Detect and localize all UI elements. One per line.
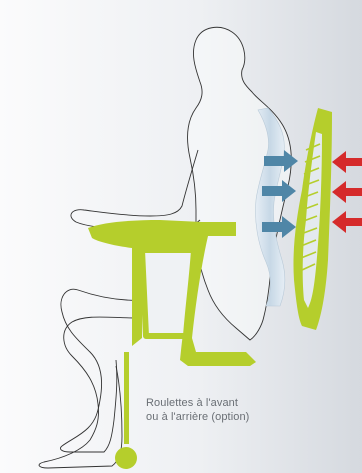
pressure-arrows [332, 151, 362, 233]
wheels-caption: Roulettes à l'avant ou à l'arrière (opti… [146, 396, 346, 424]
chair-wheel [115, 447, 137, 469]
caption-line-2: ou à l'arrière (option) [146, 410, 346, 424]
chair-post [124, 352, 129, 444]
chair-seat [142, 250, 194, 336]
caption-line-1: Roulettes à l'avant [146, 396, 346, 410]
